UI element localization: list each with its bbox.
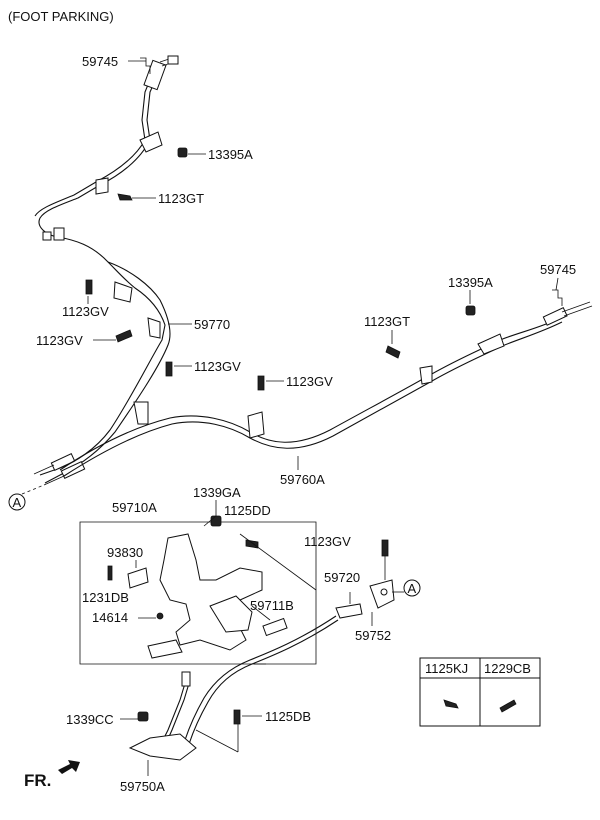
right-cable-bracket-a (133, 401, 149, 425)
bolt-1123gv-e (381, 539, 389, 557)
right-cable-bracket-c (419, 365, 433, 385)
label-1125dd: 1125DD (224, 503, 271, 518)
front-cable-assembly (120, 615, 339, 776)
bolt-1125dd (245, 539, 259, 549)
left-cable-tip (167, 55, 179, 65)
front-arrow-icon (58, 760, 80, 774)
right-cable-assembly (59, 289, 593, 477)
label-1123gt-left: 1123GT (158, 191, 204, 206)
switch-93830 (127, 567, 149, 589)
link-assembly: A (335, 539, 421, 626)
label-1123gv-b: 1123GV (36, 333, 83, 348)
cable-clip-left-2 (42, 231, 52, 241)
pedal-assembly (79, 500, 317, 665)
label-1123gv-e: 1123GV (304, 534, 351, 549)
clip-59745-right (552, 289, 563, 306)
bolt-1231db (107, 565, 113, 581)
ref-circle-a-right (403, 579, 421, 597)
table-header-1125kj: 1125KJ (425, 661, 468, 676)
bolt-1123gv-b (115, 329, 133, 343)
left-cable-assembly (21, 55, 188, 495)
fastener-table: 1125KJ 1229CB (419, 657, 541, 727)
label-13395a-right: 13395A (448, 275, 493, 290)
pedal-bracket-59710a (159, 533, 263, 651)
label-13395a-left: 13395A (208, 147, 253, 162)
cable-bracket-mid (95, 177, 109, 195)
label-59750a: 59750A (120, 779, 165, 794)
bolt-1123gv-d (257, 375, 265, 391)
nut-13395a-left (177, 147, 188, 158)
stopper-14614 (156, 612, 164, 620)
fr-label: FR. (24, 771, 51, 790)
svg-text:A: A (13, 495, 22, 510)
left-cable-lower-end (50, 453, 76, 471)
label-93830: 93830 (107, 545, 143, 560)
label-59711b: 59711B (250, 598, 294, 613)
label-59770: 59770 (194, 317, 230, 332)
nut-1339cc (137, 711, 149, 722)
label-14614: 14614 (92, 610, 128, 625)
bolt-1123gt-right (385, 345, 401, 359)
bolt-1123gv-c (165, 361, 173, 377)
label-1125db: 1125DB (265, 709, 311, 724)
bolt-1125db (233, 709, 241, 725)
label-1123gt-right: 1123GT (364, 314, 410, 329)
pedal-arm (209, 595, 253, 633)
pedal-pad-59711b (262, 617, 288, 637)
diagram-title: (FOOT PARKING) (8, 9, 114, 24)
label-59745-left: 59745 (82, 54, 118, 69)
ref-circle-a-right-label: A (408, 581, 417, 596)
label-1123gv-a: 1123GV (62, 304, 109, 319)
nut-13395a-right (465, 305, 476, 316)
right-cable-end-fitting (542, 307, 568, 326)
label-59752: 59752 (355, 628, 391, 643)
clip-59745-left (140, 57, 151, 74)
front-cable-fitting (181, 671, 191, 687)
bolt-1229cb-icon (499, 699, 517, 713)
bolt-1123gt-left (117, 193, 133, 201)
front-cable-bracket (128, 733, 197, 761)
ref-circle-a-left: A (8, 493, 26, 511)
table-header-1229cb: 1229CB (484, 661, 531, 676)
cable-clip-left (53, 227, 65, 241)
label-1123gv-c: 1123GV (194, 359, 241, 374)
leader-lines (87, 60, 559, 470)
label-59720: 59720 (324, 570, 360, 585)
label-1123gv-d: 1123GV (286, 374, 333, 389)
cable-bracket-b (147, 317, 161, 339)
cable-bracket-lower (113, 281, 133, 303)
right-cable-bracket-b (247, 411, 265, 439)
label-59710a: 59710A (112, 500, 157, 515)
left-cable-end-fitting (143, 59, 167, 91)
pedal-foot (147, 639, 183, 659)
link-59720 (335, 603, 363, 619)
label-1231db: 1231DB (82, 590, 129, 605)
label-1339ga: 1339GA (193, 485, 241, 500)
label-1339cc: 1339CC (66, 712, 114, 727)
bolt-1125kj-icon (443, 699, 459, 709)
cable-bracket-upper (139, 131, 163, 153)
nut-1339ga (210, 515, 222, 527)
bolt-1123gv-a (85, 279, 93, 295)
pedal-assembly-box (79, 521, 317, 665)
label-59760a: 59760A (280, 472, 325, 487)
right-cable-guide (477, 333, 505, 355)
label-59745-right: 59745 (540, 262, 576, 277)
front-direction-indicator: FR. (24, 760, 80, 790)
